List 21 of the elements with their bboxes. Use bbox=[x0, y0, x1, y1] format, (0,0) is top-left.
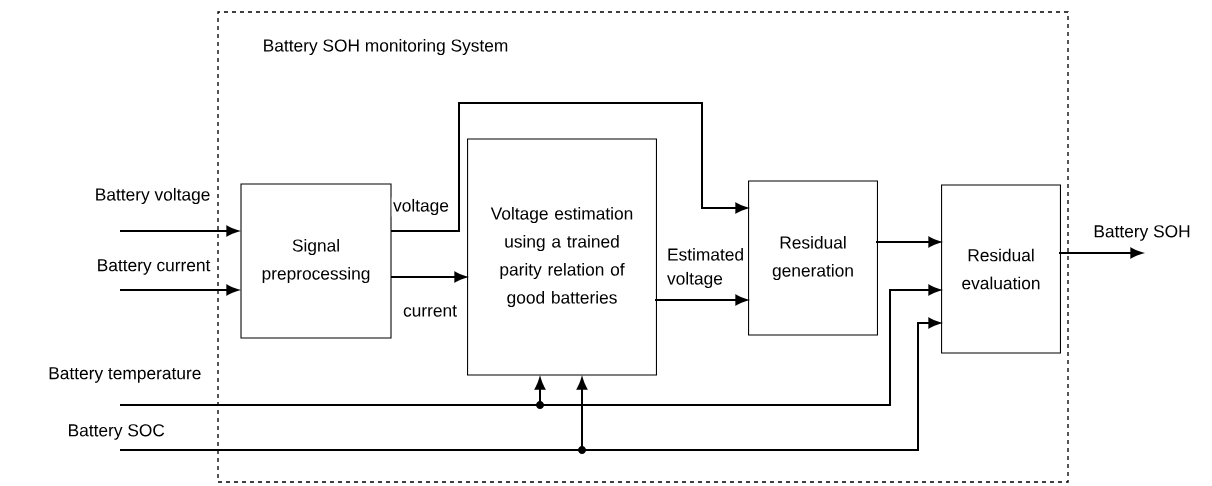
arrow bbox=[119, 284, 941, 406]
edge-label: Battery voltage bbox=[93, 186, 212, 206]
arrow bbox=[654, 294, 748, 306]
arrow bbox=[875, 236, 941, 248]
edge-label: Battery temperature bbox=[46, 365, 203, 385]
edge-label: Battery current bbox=[95, 257, 212, 277]
arrow bbox=[1058, 247, 1143, 259]
process-box: Signal preprocessing bbox=[240, 183, 392, 339]
process-box: Voltage estimation using a trained parity relation of good batteries bbox=[467, 138, 657, 376]
arrow bbox=[390, 102, 748, 232]
arrow bbox=[119, 317, 941, 451]
edge-label: voltage bbox=[391, 197, 451, 217]
arrow bbox=[119, 284, 239, 296]
arrow bbox=[119, 225, 239, 237]
edge-label: Estimated voltage bbox=[665, 246, 743, 290]
edge-label: current bbox=[401, 304, 459, 319]
edge-label: Battery SOH bbox=[1092, 223, 1192, 243]
edge-label: Battery SOC bbox=[66, 422, 167, 442]
process-box: Residual generation bbox=[748, 180, 878, 336]
arrow bbox=[390, 271, 467, 283]
process-box: Residual evaluation bbox=[941, 184, 1061, 354]
